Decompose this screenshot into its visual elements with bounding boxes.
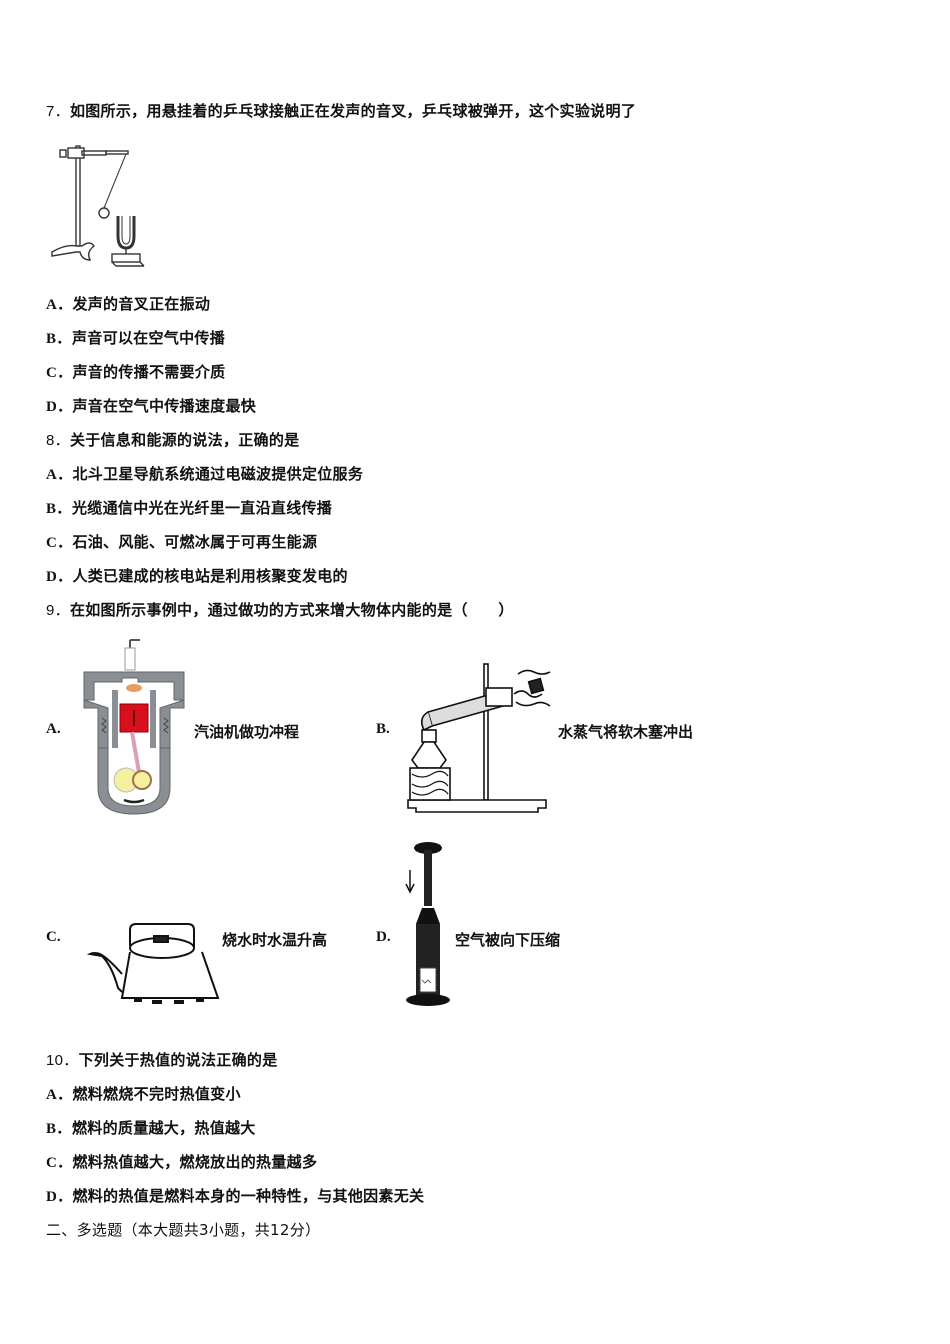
option-label: D． <box>46 399 73 415</box>
q7-option-b[interactable]: B．声音可以在空气中传播 <box>46 328 225 349</box>
option-label: C． <box>46 535 73 551</box>
q9-option-b-caption: 水蒸气将软木塞冲出 <box>558 723 694 741</box>
q8-option-c[interactable]: C．石油、风能、可燃冰属于可再生能源 <box>46 532 317 553</box>
option-label: D． <box>46 569 73 585</box>
option-label: A． <box>46 297 73 313</box>
option-text: 声音的传播不需要介质 <box>72 363 226 381</box>
question-text: 下列关于热值的说法正确的是 <box>78 1051 278 1069</box>
q10-option-b[interactable]: B．燃料的质量越大，热值越大 <box>46 1118 256 1139</box>
option-text: 声音在空气中传播速度最快 <box>72 397 257 415</box>
option-label: B． <box>46 501 72 517</box>
option-text: 石油、风能、可燃冰属于可再生能源 <box>72 533 318 551</box>
q9-option-a-caption: 汽油机做功冲程 <box>194 723 300 741</box>
question-9-stem: 9．在如图所示事例中，通过做功的方式来增大物体内能的是（ ） <box>46 600 514 621</box>
q9-option-d-label[interactable]: D. <box>376 929 391 945</box>
kettle-icon <box>78 918 223 1008</box>
option-text: 发声的音叉正在振动 <box>72 295 211 313</box>
q9-option-c-label[interactable]: C. <box>46 929 61 945</box>
option-text: 燃料的质量越大，热值越大 <box>72 1119 256 1137</box>
question-7-stem: 7．如图所示，用悬挂着的乒乓球接触正在发声的音叉，乒乓球被弹开，这个实验说明了 <box>46 101 636 122</box>
question-number: 8． <box>46 432 70 449</box>
question-text: 如图所示，用悬挂着的乒乓球接触正在发声的音叉，乒乓球被弹开，这个实验说明了 <box>69 102 637 120</box>
question-8-stem: 8．关于信息和能源的说法，正确的是 <box>46 430 299 451</box>
option-label: A． <box>46 1087 73 1103</box>
option-text: 声音可以在空气中传播 <box>72 329 226 347</box>
option-text: 燃料热值越大，燃烧放出的热量越多 <box>72 1153 318 1171</box>
option-label: C． <box>46 365 73 381</box>
q7-option-c[interactable]: C．声音的传播不需要介质 <box>46 362 225 383</box>
air-pump-icon <box>402 840 458 1012</box>
option-text: 燃料的热值是燃料本身的一种特性，与其他因素无关 <box>72 1187 425 1205</box>
option-label: A． <box>46 467 73 483</box>
question-10-stem: 10．下列关于热值的说法正确的是 <box>46 1050 278 1071</box>
tuning-fork-pingpong-diagram <box>46 136 156 271</box>
option-text: 光缆通信中光在光纤里一直沿直线传播 <box>72 499 333 517</box>
q8-option-a[interactable]: A．北斗卫星导航系统通过电磁波提供定位服务 <box>46 464 363 485</box>
option-text: 人类已建成的核电站是利用核聚变发电的 <box>72 567 348 585</box>
option-text: 北斗卫星导航系统通过电磁波提供定位服务 <box>72 465 364 483</box>
option-text: 燃料燃烧不完时热值变小 <box>72 1085 241 1103</box>
question-number: 9． <box>46 602 70 619</box>
q7-option-d[interactable]: D．声音在空气中传播速度最快 <box>46 396 256 417</box>
q7-option-a[interactable]: A．发声的音叉正在振动 <box>46 294 210 315</box>
section-2-heading: 二、多选题（本大题共3小题，共12分） <box>46 1221 321 1239</box>
option-label: D． <box>46 1189 73 1205</box>
option-label: C． <box>46 1155 73 1171</box>
question-number: 10． <box>46 1052 79 1069</box>
q9-option-c-caption: 烧水时水温升高 <box>222 931 328 949</box>
q9-option-b-label[interactable]: B. <box>376 721 390 737</box>
steam-tube-icon <box>406 660 556 818</box>
q10-option-a[interactable]: A．燃料燃烧不完时热值变小 <box>46 1084 241 1105</box>
option-label: B． <box>46 331 72 347</box>
option-label: B． <box>46 1121 72 1137</box>
question-text: 在如图所示事例中，通过做功的方式来增大物体内能的是（ ） <box>69 601 514 619</box>
q8-option-b[interactable]: B．光缆通信中光在光纤里一直沿直线传播 <box>46 498 332 519</box>
q9-option-a-label[interactable]: A. <box>46 721 61 737</box>
engine-icon <box>78 638 190 816</box>
question-text: 关于信息和能源的说法，正确的是 <box>69 431 300 449</box>
question-number: 7． <box>46 103 70 120</box>
q9-option-d-caption: 空气被向下压缩 <box>455 931 561 949</box>
q8-option-d[interactable]: D．人类已建成的核电站是利用核聚变发电的 <box>46 566 348 587</box>
q10-option-d[interactable]: D．燃料的热值是燃料本身的一种特性，与其他因素无关 <box>46 1186 424 1207</box>
q10-option-c[interactable]: C．燃料热值越大，燃烧放出的热量越多 <box>46 1152 317 1173</box>
